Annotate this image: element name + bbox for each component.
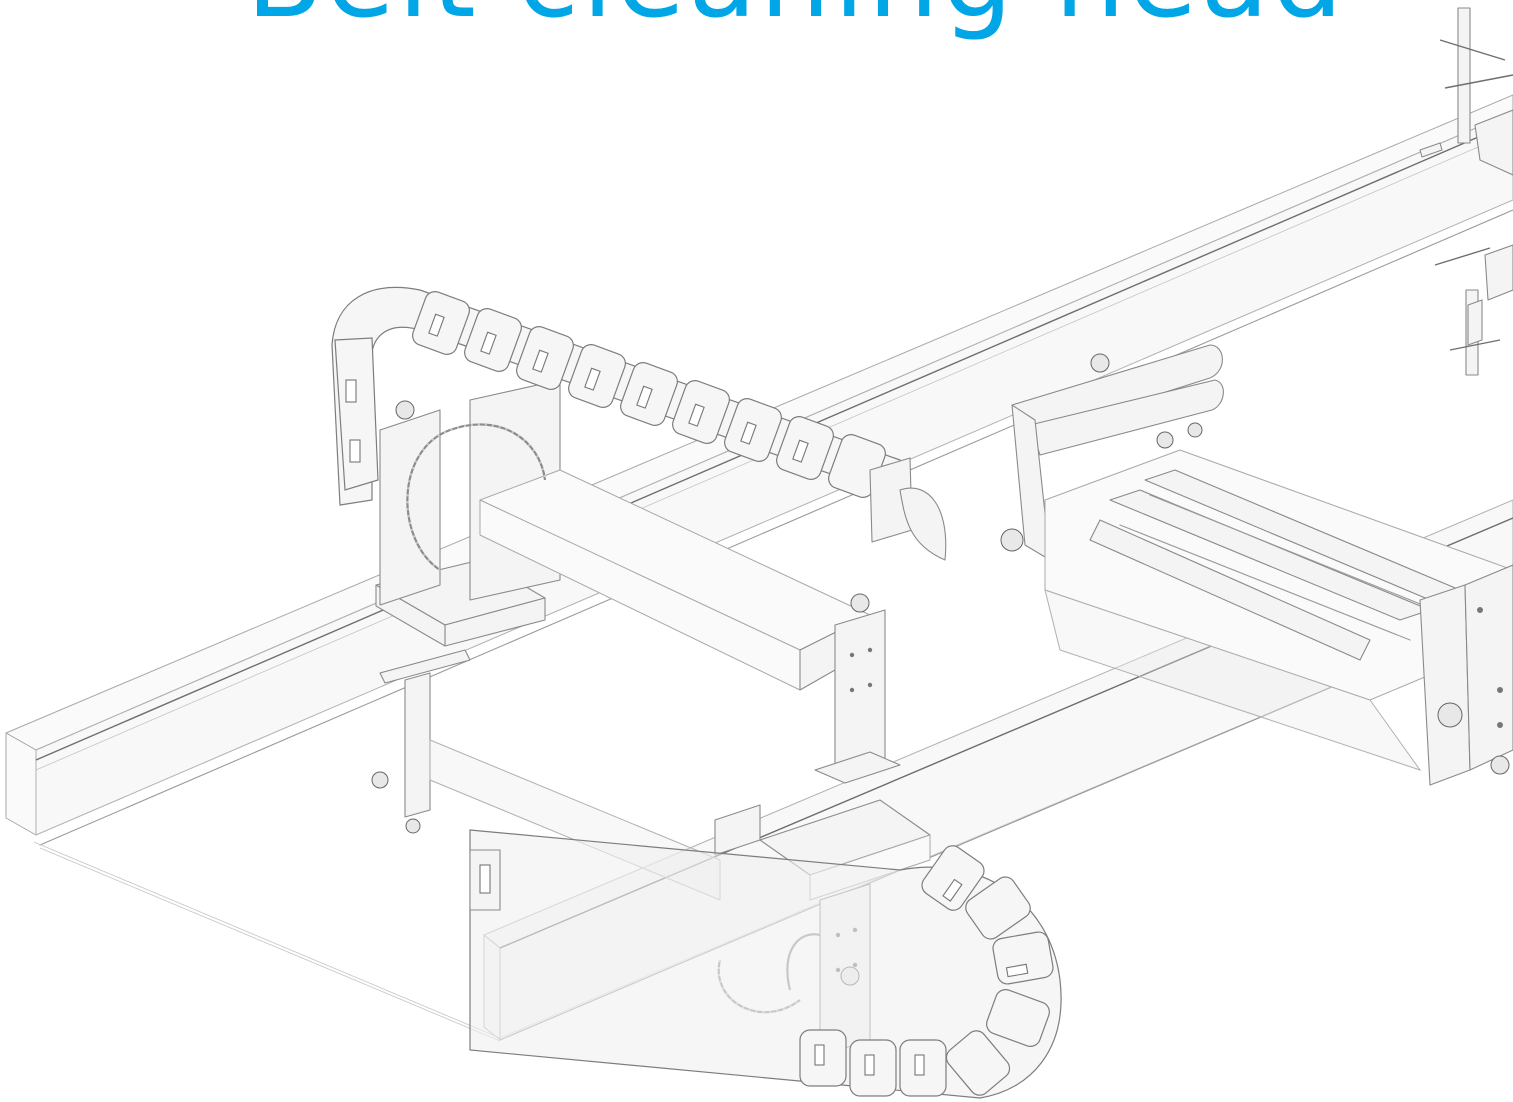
clamp-posts: [1419, 7, 1513, 376]
cleaning-head: [1000, 344, 1513, 786]
page-title: Belt cleaning head: [246, 0, 1346, 34]
top-cable-chain: [331, 286, 947, 561]
left-carriage: [352, 379, 901, 784]
chain-links: [412, 291, 886, 498]
bottom-cable-chain: [469, 829, 1062, 1099]
